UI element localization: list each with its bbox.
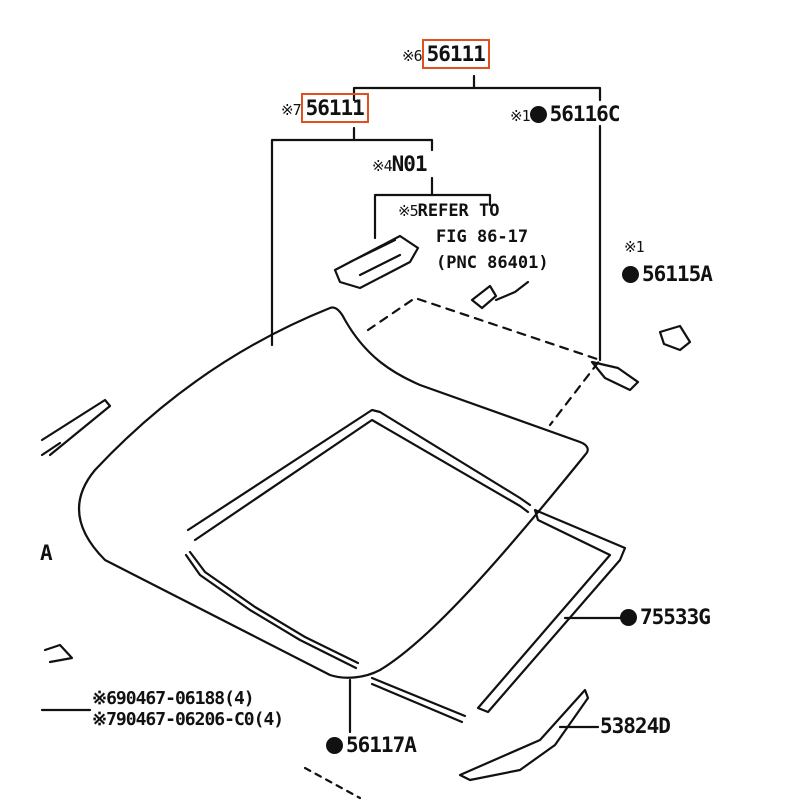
edge-label-a: A xyxy=(40,541,53,565)
left-bracket-bottom xyxy=(43,643,74,664)
part-number-56115a[interactable]: 56115A xyxy=(642,262,713,286)
callout-56117a[interactable]: 56117A xyxy=(326,733,417,757)
refer-line-2[interactable]: FIG 86-17 xyxy=(436,227,529,247)
molding-left xyxy=(184,553,358,670)
part-number-56111-top[interactable]: 56111 xyxy=(421,39,490,69)
refer-line-3[interactable]: (PNC 86401) xyxy=(436,253,549,273)
bullet-icon xyxy=(622,266,639,283)
leader-tree-n01 xyxy=(373,176,492,240)
left-bracket-top xyxy=(40,398,112,457)
leader-tree-left xyxy=(270,126,434,347)
dashed-bottom xyxy=(303,766,362,800)
note-mark: ※6 xyxy=(402,47,423,65)
bullet-icon xyxy=(620,609,637,626)
callout-n01[interactable]: ※4N01 xyxy=(372,152,428,176)
note-mark: ※5 xyxy=(398,202,419,220)
side-molding-right xyxy=(476,508,627,714)
callout-75533g[interactable]: 75533G xyxy=(620,605,711,629)
note-mark-56115a: ※1 xyxy=(624,238,645,256)
molding-left2 xyxy=(188,550,360,665)
note-mark: ※1 xyxy=(510,107,531,125)
bullet-icon xyxy=(529,106,547,123)
part-number-53824d[interactable]: 53824D xyxy=(600,714,671,738)
windshield-glass xyxy=(77,306,589,679)
part-53824d xyxy=(458,688,590,782)
part-56116c xyxy=(590,360,640,392)
callout-refer: ※5REFER TO xyxy=(398,203,500,220)
leader-tree-top xyxy=(352,74,602,362)
bolt-part-2[interactable]: ※790467-06206-C0(4) xyxy=(92,709,284,730)
refer-line-1: REFER TO xyxy=(417,201,500,221)
part-number-56111-left[interactable]: 56111 xyxy=(300,93,369,123)
cowl-strip xyxy=(370,676,467,718)
bolt-part-1[interactable]: ※690467-06188(4) xyxy=(92,688,255,709)
part-number-75533g[interactable]: 75533G xyxy=(640,605,711,629)
molding-frame xyxy=(186,408,532,542)
dashed-outline xyxy=(366,296,602,427)
note-mark: ※7 xyxy=(281,101,302,119)
part-n01-bracket xyxy=(333,234,420,290)
part-number-n01[interactable]: N01 xyxy=(391,152,428,176)
cowl-strip2 xyxy=(370,682,464,724)
callout-56115a[interactable]: 56115A xyxy=(622,262,713,286)
callout-56116c[interactable]: ※1 56116C xyxy=(510,102,621,126)
bullet-icon xyxy=(326,737,343,754)
note-mark: ※4 xyxy=(372,157,393,175)
sensor-part xyxy=(470,280,530,310)
part-number-56116c[interactable]: 56116C xyxy=(549,102,621,126)
part-56115a xyxy=(658,324,692,352)
part-number-56117a[interactable]: 56117A xyxy=(346,733,417,757)
